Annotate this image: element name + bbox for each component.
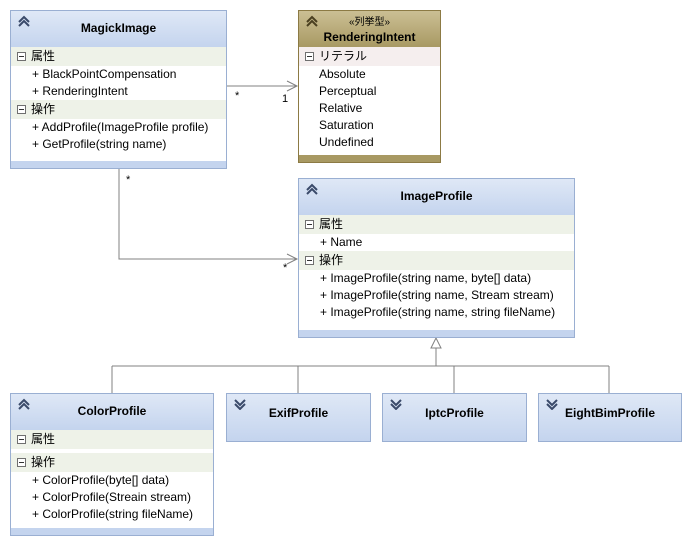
section-operations[interactable]: 操作 <box>11 100 226 119</box>
section-attributes[interactable]: 属性 <box>11 47 226 66</box>
class-eightbimprofile[interactable]: EightBimProfile <box>538 393 682 442</box>
section-operations[interactable]: 操作 <box>299 251 574 270</box>
class-imageprofile[interactable]: ImageProfile 属性 + Name 操作 + ImageProfile… <box>298 178 575 338</box>
section-attributes[interactable]: 属性 <box>299 215 574 234</box>
class-name: MagickImage <box>80 21 157 35</box>
association-line-imageprofile <box>118 169 296 260</box>
section-title: リテラル <box>319 49 368 63</box>
collapse-toggle-icon[interactable] <box>17 435 26 444</box>
class-footer <box>11 528 213 535</box>
class-header[interactable]: ColorProfile <box>11 394 213 430</box>
class-name: ImageProfile <box>400 189 473 203</box>
collapse-toggle-icon[interactable] <box>17 458 26 467</box>
literal-item[interactable]: Undefined <box>319 135 374 149</box>
association-arrowhead-imageprofile <box>286 253 299 265</box>
multiplicity-magickimage-to-renderingintent-source: * <box>235 90 240 102</box>
multiplicity-magickimage-to-renderingintent-target: 1 <box>282 93 289 105</box>
association-arrowhead-renderingintent <box>286 80 299 92</box>
attribute-item[interactable]: + BlackPointCompensation <box>32 67 177 81</box>
section-attributes[interactable]: 属性 <box>11 430 213 449</box>
class-header[interactable]: MagickImage <box>11 11 226 47</box>
literal-item[interactable]: Absolute <box>319 67 366 81</box>
chevron-up-icon[interactable] <box>304 15 320 27</box>
class-header[interactable]: IptcProfile <box>383 394 526 441</box>
class-name: EightBimProfile <box>564 406 655 420</box>
section-operations[interactable]: 操作 <box>11 453 213 472</box>
section-title: 属性 <box>31 432 56 446</box>
operation-item[interactable]: + GetProfile(string name) <box>32 137 167 151</box>
class-exifprofile[interactable]: ExifProfile <box>226 393 371 442</box>
chevron-up-icon[interactable] <box>16 398 32 410</box>
section-title: 操作 <box>31 102 56 116</box>
section-title: 属性 <box>31 49 56 63</box>
class-colorprofile[interactable]: ColorProfile 属性 操作 + ColorProfile(byte[]… <box>10 393 214 536</box>
class-header[interactable]: ExifProfile <box>227 394 370 441</box>
enum-header[interactable]: «列挙型» RenderingIntent <box>299 11 440 47</box>
collapse-toggle-icon[interactable] <box>17 105 26 114</box>
section-title: 操作 <box>319 253 344 267</box>
enum-stereotype: «列挙型» <box>348 17 391 28</box>
chevron-up-icon[interactable] <box>304 183 320 195</box>
class-name: ExifProfile <box>268 406 329 420</box>
class-name: ColorProfile <box>77 404 147 418</box>
enum-renderingintent[interactable]: «列挙型» RenderingIntent リテラル Absolute Perc… <box>298 10 441 163</box>
chevron-down-icon[interactable] <box>544 398 560 410</box>
literal-item[interactable]: Saturation <box>319 118 374 132</box>
class-iptcprofile[interactable]: IptcProfile <box>382 393 527 442</box>
section-title: 属性 <box>319 217 344 231</box>
generalization-arrowhead <box>430 336 442 349</box>
multiplicity-magickimage-to-imageprofile-source: * <box>126 174 131 186</box>
collapse-toggle-icon[interactable] <box>305 256 314 265</box>
operation-item[interactable]: + ImageProfile(string name, Stream strea… <box>320 288 554 302</box>
collapse-toggle-icon[interactable] <box>305 220 314 229</box>
multiplicity-magickimage-to-imageprofile-target: * <box>283 262 288 274</box>
attribute-item[interactable]: + RenderingIntent <box>32 84 128 98</box>
operation-item[interactable]: + ColorProfile(byte[] data) <box>32 473 170 487</box>
chevron-down-icon[interactable] <box>232 398 248 410</box>
class-footer <box>11 161 226 168</box>
class-name: IptcProfile <box>425 406 484 420</box>
operation-item[interactable]: + ImageProfile(string name, byte[] data) <box>320 271 532 285</box>
section-literals[interactable]: リテラル <box>299 47 440 66</box>
class-magickimage[interactable]: MagickImage 属性 + BlackPointCompensation … <box>10 10 227 169</box>
operation-item[interactable]: + ImageProfile(string name, string fileN… <box>320 305 556 319</box>
literal-item[interactable]: Perceptual <box>319 84 377 98</box>
operation-item[interactable]: + AddProfile(ImageProfile profile) <box>32 120 209 134</box>
collapse-toggle-icon[interactable] <box>17 52 26 61</box>
chevron-up-icon[interactable] <box>16 15 32 27</box>
collapse-toggle-icon[interactable] <box>305 52 314 61</box>
class-header[interactable]: EightBimProfile <box>539 394 681 441</box>
class-footer <box>299 330 574 337</box>
literal-item[interactable]: Relative <box>319 101 363 115</box>
enum-name: RenderingIntent <box>323 30 416 44</box>
enum-footer <box>299 155 440 162</box>
chevron-down-icon[interactable] <box>388 398 404 410</box>
operation-item[interactable]: + ColorProfile(Streain stream) <box>32 490 192 504</box>
attribute-item[interactable]: + Name <box>320 235 363 249</box>
class-header[interactable]: ImageProfile <box>299 179 574 215</box>
section-title: 操作 <box>31 455 56 469</box>
operation-item[interactable]: + ColorProfile(string fileName) <box>32 507 194 521</box>
